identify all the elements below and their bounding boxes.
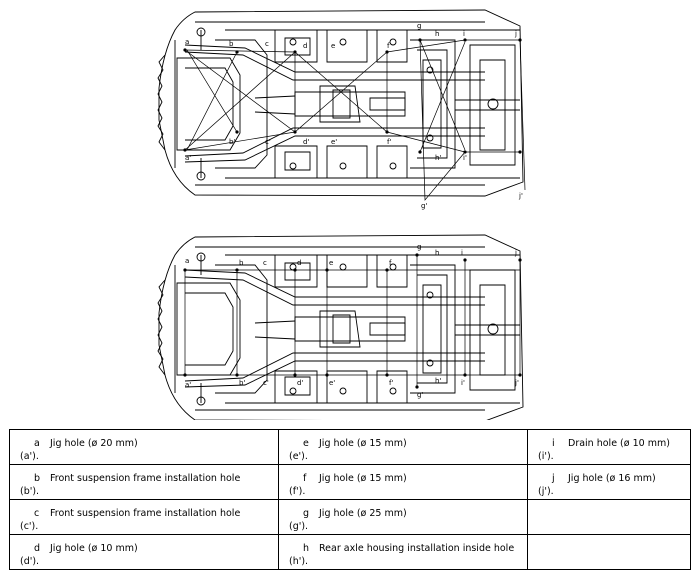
legend-prime: (g'). [289,521,309,532]
legend-prime: (a'). [20,451,39,462]
legend-prime: (h'). [289,556,309,567]
legend-cell: f Jig hole (ø 15 mm) (f'). [278,464,528,500]
legend-description: Jig hole (ø 16 mm) [568,473,656,484]
callout-g-prime: g' [417,391,423,399]
legend-letter: c [34,508,40,519]
callout-b-prime: b' [229,138,235,146]
callout-b-prime: b' [239,379,245,387]
legend-prime: (f'). [289,486,306,497]
top-underbody-view: a a' b b' c c' d d' e e' f f' g g' h h' … [157,9,526,210]
callout-f: f [389,259,392,267]
legend-row: b Front suspension frame installation hol… [9,464,691,500]
legend-description: Jig hole (ø 10 mm) [50,543,138,554]
legend-prime: (j'). [538,486,554,497]
legend-letter: h [303,543,310,554]
callout-f-prime: f' [389,379,393,387]
callout-c: c [263,259,267,267]
callout-e: e [329,259,333,267]
callout-g: g [417,22,421,30]
callout-g-prime: g' [421,202,427,210]
callout-h-prime: h' [435,154,441,162]
callout-e: e [331,42,335,50]
callout-j: j [514,30,517,38]
legend-prime: (c'). [20,521,39,532]
bottom-underbody-view: a a' b b' c c' d d' e e' f f' g g' h h' … [157,234,524,420]
legend-prime: (d'). [20,556,40,567]
legend-row: c Front suspension frame installation hol… [9,499,691,535]
legend-cell-empty [527,499,691,535]
legend-cell: b Front suspension frame installation hol… [9,464,279,500]
legend-prime: (e'). [289,451,308,462]
callout-c-prime: c' [265,138,271,146]
callout-b: b [239,259,244,267]
legend-letter: e [303,438,309,449]
legend-letter: j [552,473,555,484]
legend-cell: i Drain hole (ø 10 mm) (i'). [527,429,691,465]
callout-g: g [417,243,421,251]
callout-f: f [387,42,390,50]
callout-a-prime: a' [185,381,191,389]
legend-description: Jig hole (ø 20 mm) [50,438,138,449]
callout-e-prime: e' [331,138,337,146]
legend-cell-empty [527,534,691,570]
legend-letter: d [34,543,41,554]
callout-h: h [435,30,439,38]
legend-description: Rear axle housing installation inside ho… [319,543,515,554]
callout-f-prime: f' [387,138,391,146]
callout-a: a [185,38,189,46]
legend-cell: j Jig hole (ø 16 mm) (j'). [527,464,691,500]
callout-d: d [297,259,301,267]
legend-cell: c Front suspension frame installation hol… [9,499,279,535]
legend-letter: g [303,508,310,519]
callout-d-prime: d' [297,379,303,387]
legend-cell: d Jig hole (ø 10 mm) (d'). [9,534,279,570]
callout-h: h [435,249,439,257]
legend-description: Jig hole (ø 15 mm) [319,438,407,449]
legend-letter: f [303,473,307,484]
callout-j-prime: j' [518,192,523,200]
callout-b: b [229,40,234,48]
underbody-diagram: a a' b b' c c' d d' e e' f f' g g' h h' … [157,9,526,420]
legend-cell: h Rear axle housing installation inside h… [278,534,528,570]
callout-i-prime: i' [461,379,465,387]
callout-h-prime: h' [435,377,441,385]
legend-row: d Jig hole (ø 10 mm) (d'). h Rear axle hous… [9,534,691,570]
legend-prime: (b'). [20,486,40,497]
legend-description: Drain hole (ø 10 mm) [568,438,670,449]
callout-a-prime: a' [185,154,191,162]
legend-letter: b [34,473,41,484]
callout-a: a [185,257,189,265]
legend-cell: g Jig hole (ø 25 mm) (g'). [278,499,528,535]
callout-i: i [463,30,465,38]
legend-description: Front suspension frame installation hole [50,473,241,484]
callout-d: d [303,42,307,50]
legend-letter: i [552,438,555,449]
legend-description: Jig hole (ø 25 mm) [319,508,407,519]
legend-row: a Jig hole (ø 20 mm) (a'). e Jig hole (ø 15… [9,429,691,465]
legend-description: Front suspension frame installation hole [50,508,241,519]
callout-i-prime: i' [463,154,467,162]
legend-cell: a Jig hole (ø 20 mm) (a'). [9,429,279,465]
callout-c: c [265,40,269,48]
callout-d-prime: d' [303,138,309,146]
legend-description: Jig hole (ø 15 mm) [319,473,407,484]
legend-prime: (i'). [538,451,554,462]
legend-cell: e Jig hole (ø 15 mm) (e'). [278,429,528,465]
callout-j: j [514,249,517,257]
callout-c-prime: c' [263,379,269,387]
callout-e-prime: e' [329,379,335,387]
callout-j-prime: j' [514,379,519,387]
legend-letter: a [34,438,40,449]
callout-i: i [461,249,463,257]
